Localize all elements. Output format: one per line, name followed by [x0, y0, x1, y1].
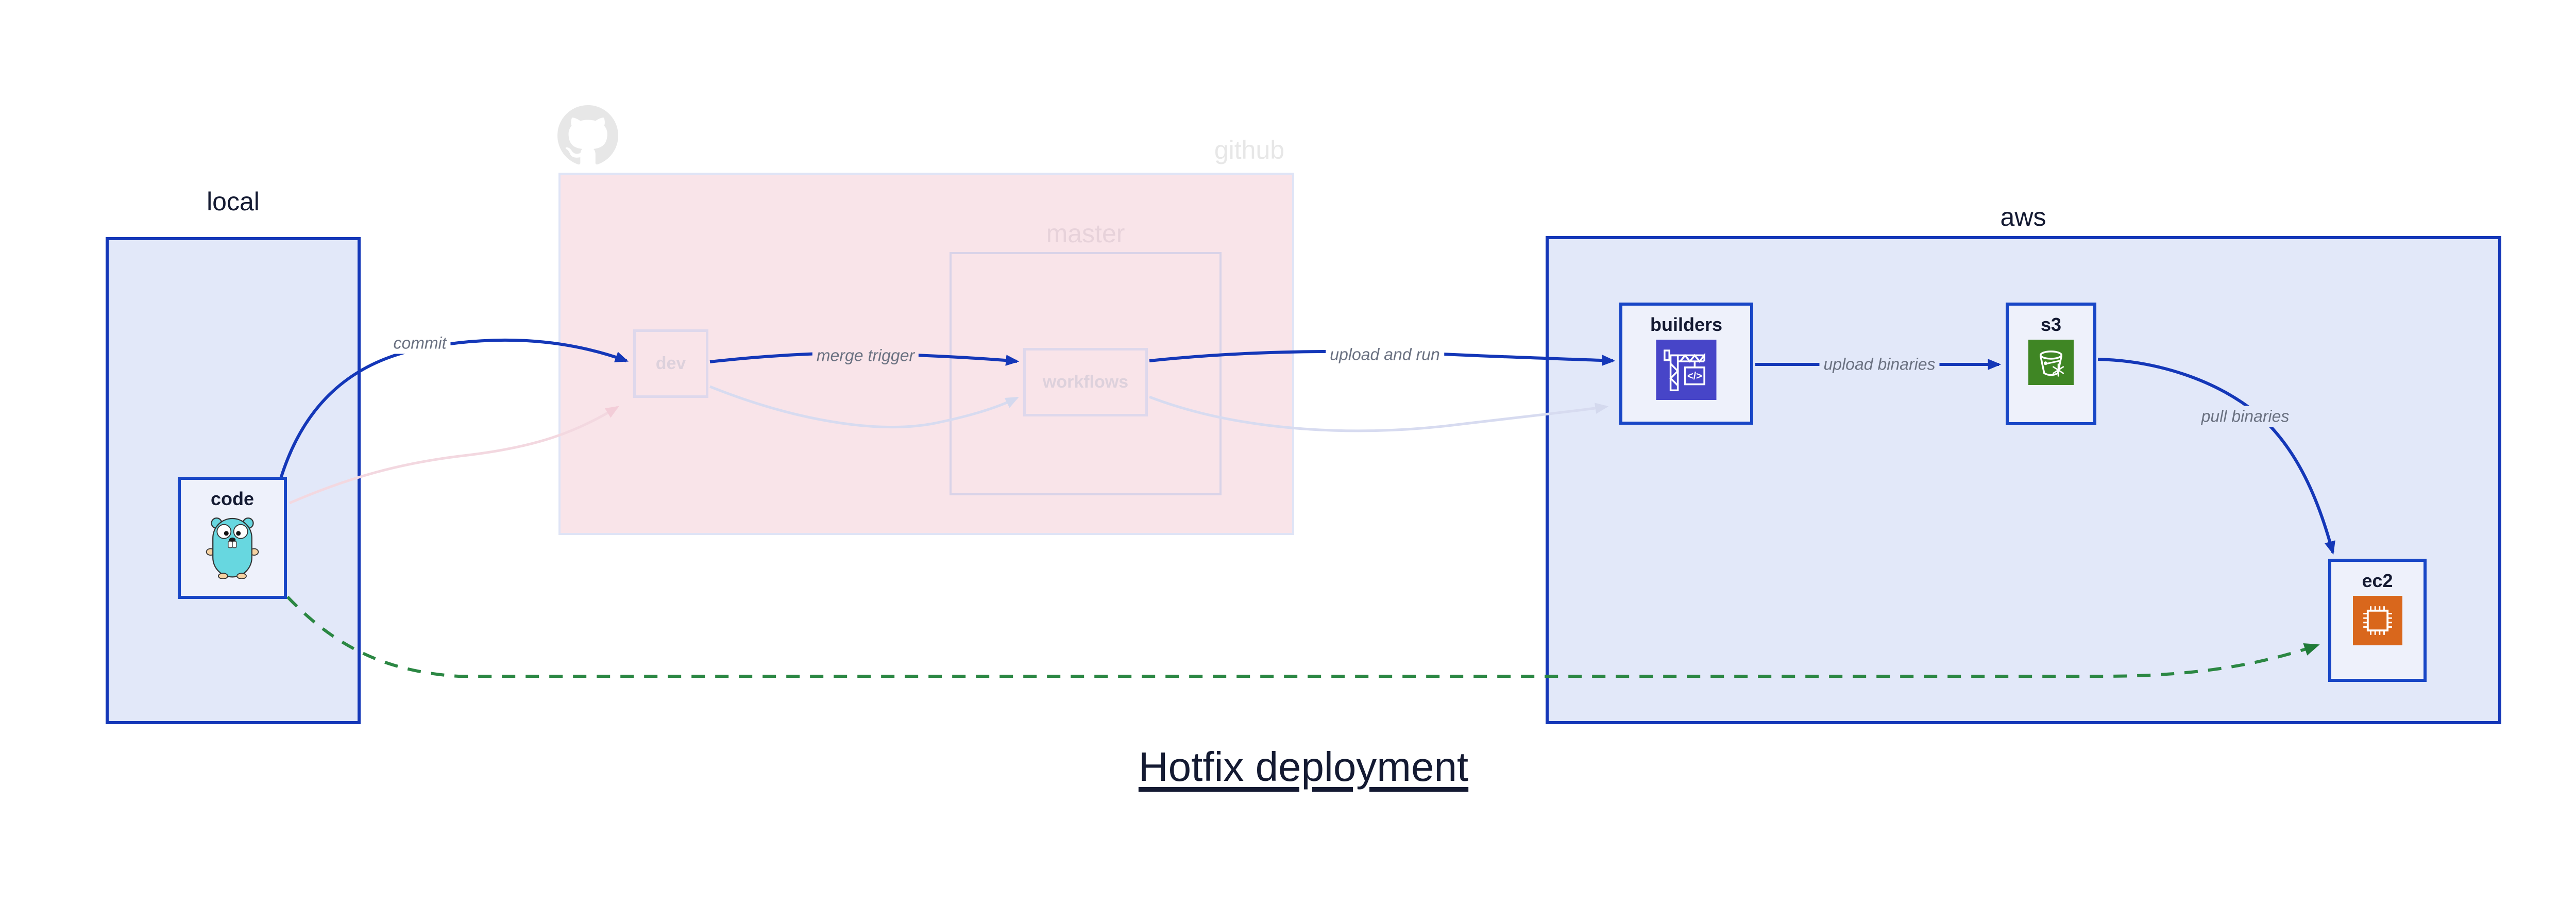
node-builders: builders </>: [1619, 303, 1753, 425]
github-group-label: github: [1214, 136, 1285, 164]
node-ec2: ec2: [2328, 559, 2427, 682]
node-s3-label: s3: [2040, 314, 2062, 335]
github-group-box: [558, 173, 1294, 535]
go-gopher-icon: [204, 514, 261, 581]
node-code: code: [178, 477, 287, 599]
edge-dev-workflows-faded: [709, 385, 1019, 428]
aws-codebuild-crane-icon: </>: [1655, 340, 1717, 403]
master-group-label: master: [1046, 219, 1125, 248]
edge-label-merge-trigger: merge trigger: [812, 345, 919, 366]
svg-text:</>: </>: [1687, 371, 1702, 382]
aws-s3-glacier-bucket-icon: [2028, 340, 2074, 388]
node-workflows: workflows: [1023, 348, 1148, 416]
github-logo-icon: [557, 105, 618, 165]
node-code-label: code: [210, 488, 255, 509]
aws-ec2-chip-icon: [2352, 596, 2402, 648]
master-group-box: [950, 252, 1222, 495]
node-dev: dev: [633, 329, 708, 398]
edge-label-upload-and-run: upload and run: [1326, 344, 1444, 365]
edge-workflows-builders-faded: [1149, 395, 1609, 432]
node-s3: s3: [2006, 303, 2096, 425]
edge-label-upload-binaries: upload binaries: [1819, 354, 1940, 375]
edge-pull-binaries: [2097, 358, 2335, 555]
diagram-title: Hotfix deployment: [1138, 744, 1469, 790]
local-group-label: local: [207, 187, 260, 216]
edge-label-pull-binaries: pull binaries: [2197, 406, 2294, 427]
edge-hotfix-dashed: [286, 595, 2320, 678]
aws-group-label: aws: [2000, 203, 2046, 231]
node-ec2-label: ec2: [2362, 570, 2393, 591]
node-workflows-label: workflows: [1042, 372, 1129, 392]
node-dev-label: dev: [655, 354, 686, 373]
edge-code-dev-faded: [289, 406, 619, 505]
edge-label-commit: commit: [389, 332, 451, 354]
node-builders-label: builders: [1650, 314, 1723, 335]
